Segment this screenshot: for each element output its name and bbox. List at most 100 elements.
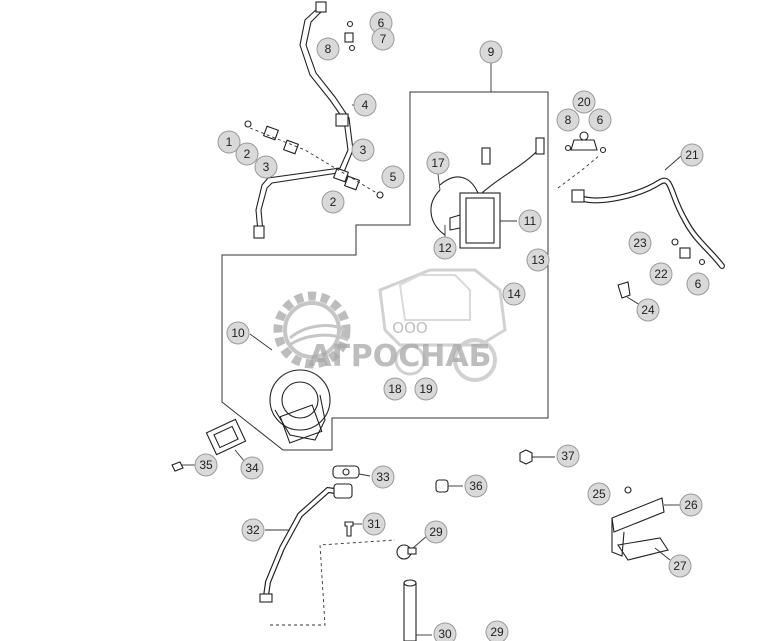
callout-17: 17 [426,151,450,175]
callout-14: 14 [502,282,526,306]
leader-29 [412,534,429,549]
callout-label: 33 [376,470,390,484]
callout-1: 1 [217,130,241,154]
callout-label: 21 [685,148,699,162]
callout-label: 34 [245,461,259,475]
oil-pipe-assembly [253,1,354,239]
callout-34: 34 [240,456,264,480]
callout-9: 9 [479,40,503,64]
callout-10: 10 [226,321,250,345]
gasket-33 [332,465,360,479]
callout-label: 9 [488,45,495,59]
watermark-prefix: ООО [392,319,427,337]
watermark-logo: ООО АГРОСНАБ [273,268,507,382]
hose-30 [403,579,417,641]
callout-label: 8 [325,42,332,56]
clamp-29 [396,544,417,560]
callout-label: 3 [263,160,270,174]
callout-label: 25 [592,487,606,501]
callout-label: 22 [654,267,668,281]
leader-33 [358,473,371,477]
callout-5: 5 [381,165,405,189]
fuel-pipe-21 [571,177,725,269]
leader-27 [654,547,671,561]
leader-34 [234,449,246,463]
callout-32: 32 [241,518,265,542]
callout-label: 36 [469,479,483,493]
callout-label: 26 [684,498,698,512]
callout-label: 3 [360,143,367,157]
leader-10 [249,333,273,351]
callout-label: 11 [524,214,537,228]
callout-label: 24 [641,303,655,317]
callout-label: 6 [695,277,702,291]
callout-7: 7 [371,27,395,51]
callout-label: 27 [673,559,687,573]
callout-label: 18 [388,382,402,396]
callout-label: 2 [244,147,251,161]
callout-label: 10 [231,326,245,340]
part-22 [679,247,691,259]
callout-label: 8 [565,113,572,127]
part-6b [698,258,706,266]
callout-13: 13 [526,248,550,272]
callout-37: 37 [556,444,580,468]
callout-21: 21 [680,143,704,167]
callout-label: 37 [561,449,575,463]
callout-3: 3 [351,138,375,162]
callout-label: 13 [531,253,545,267]
callout-label: 4 [362,98,369,112]
dashed-21 [557,154,601,189]
callout-29: 29 [485,620,509,641]
gasket-34 [205,418,247,456]
cap-36 [435,479,449,493]
callout-8: 8 [316,37,340,61]
leader-21 [664,155,682,171]
callout-label: 31 [367,517,381,531]
callout-label: 2 [330,195,337,209]
callout-31: 31 [362,512,386,536]
callout-label: 29 [429,525,443,539]
callout-24: 24 [636,298,660,322]
callout-4: 4 [353,93,377,117]
callout-33: 33 [371,465,395,489]
watermark-company-name: АГРОСНАБ [308,339,491,374]
assembly-frame [221,91,549,451]
callout-label: 1 [226,135,233,149]
callout-6: 6 [686,272,710,296]
leader-17 [437,173,441,191]
callout-label: 19 [419,382,433,396]
callout-29: 29 [424,520,448,544]
leader-24 [626,296,641,306]
callout-label: 20 [577,95,591,109]
callout-27: 27 [668,554,692,578]
callout-label: 30 [438,627,452,641]
callout-3: 3 [254,155,278,179]
turbocharger [269,369,331,444]
callout-label: 6 [597,113,604,127]
bracket-26 [611,486,669,561]
callout-label: 35 [199,458,213,472]
callout-label: 17 [431,156,445,170]
callout-19: 19 [414,377,438,401]
callout-2: 2 [235,142,259,166]
callout-label: 7 [380,32,387,46]
callout-22: 22 [649,262,673,286]
harvester-icon [378,268,507,382]
bolt-35 [171,461,184,472]
callout-23: 23 [628,231,652,255]
callout-label: 32 [246,523,260,537]
callout-20: 20 [572,90,596,114]
callout-8: 8 [556,108,580,132]
callout-30: 30 [433,622,457,641]
part-23 [671,238,679,246]
callout-label: 6 [378,16,385,30]
oil-return-pipe-32 [259,483,353,603]
callout-25: 25 [587,482,611,506]
clamp-parts [244,20,384,199]
callout-18: 18 [383,377,407,401]
callout-label: 14 [507,287,521,301]
control-unit [430,137,545,249]
